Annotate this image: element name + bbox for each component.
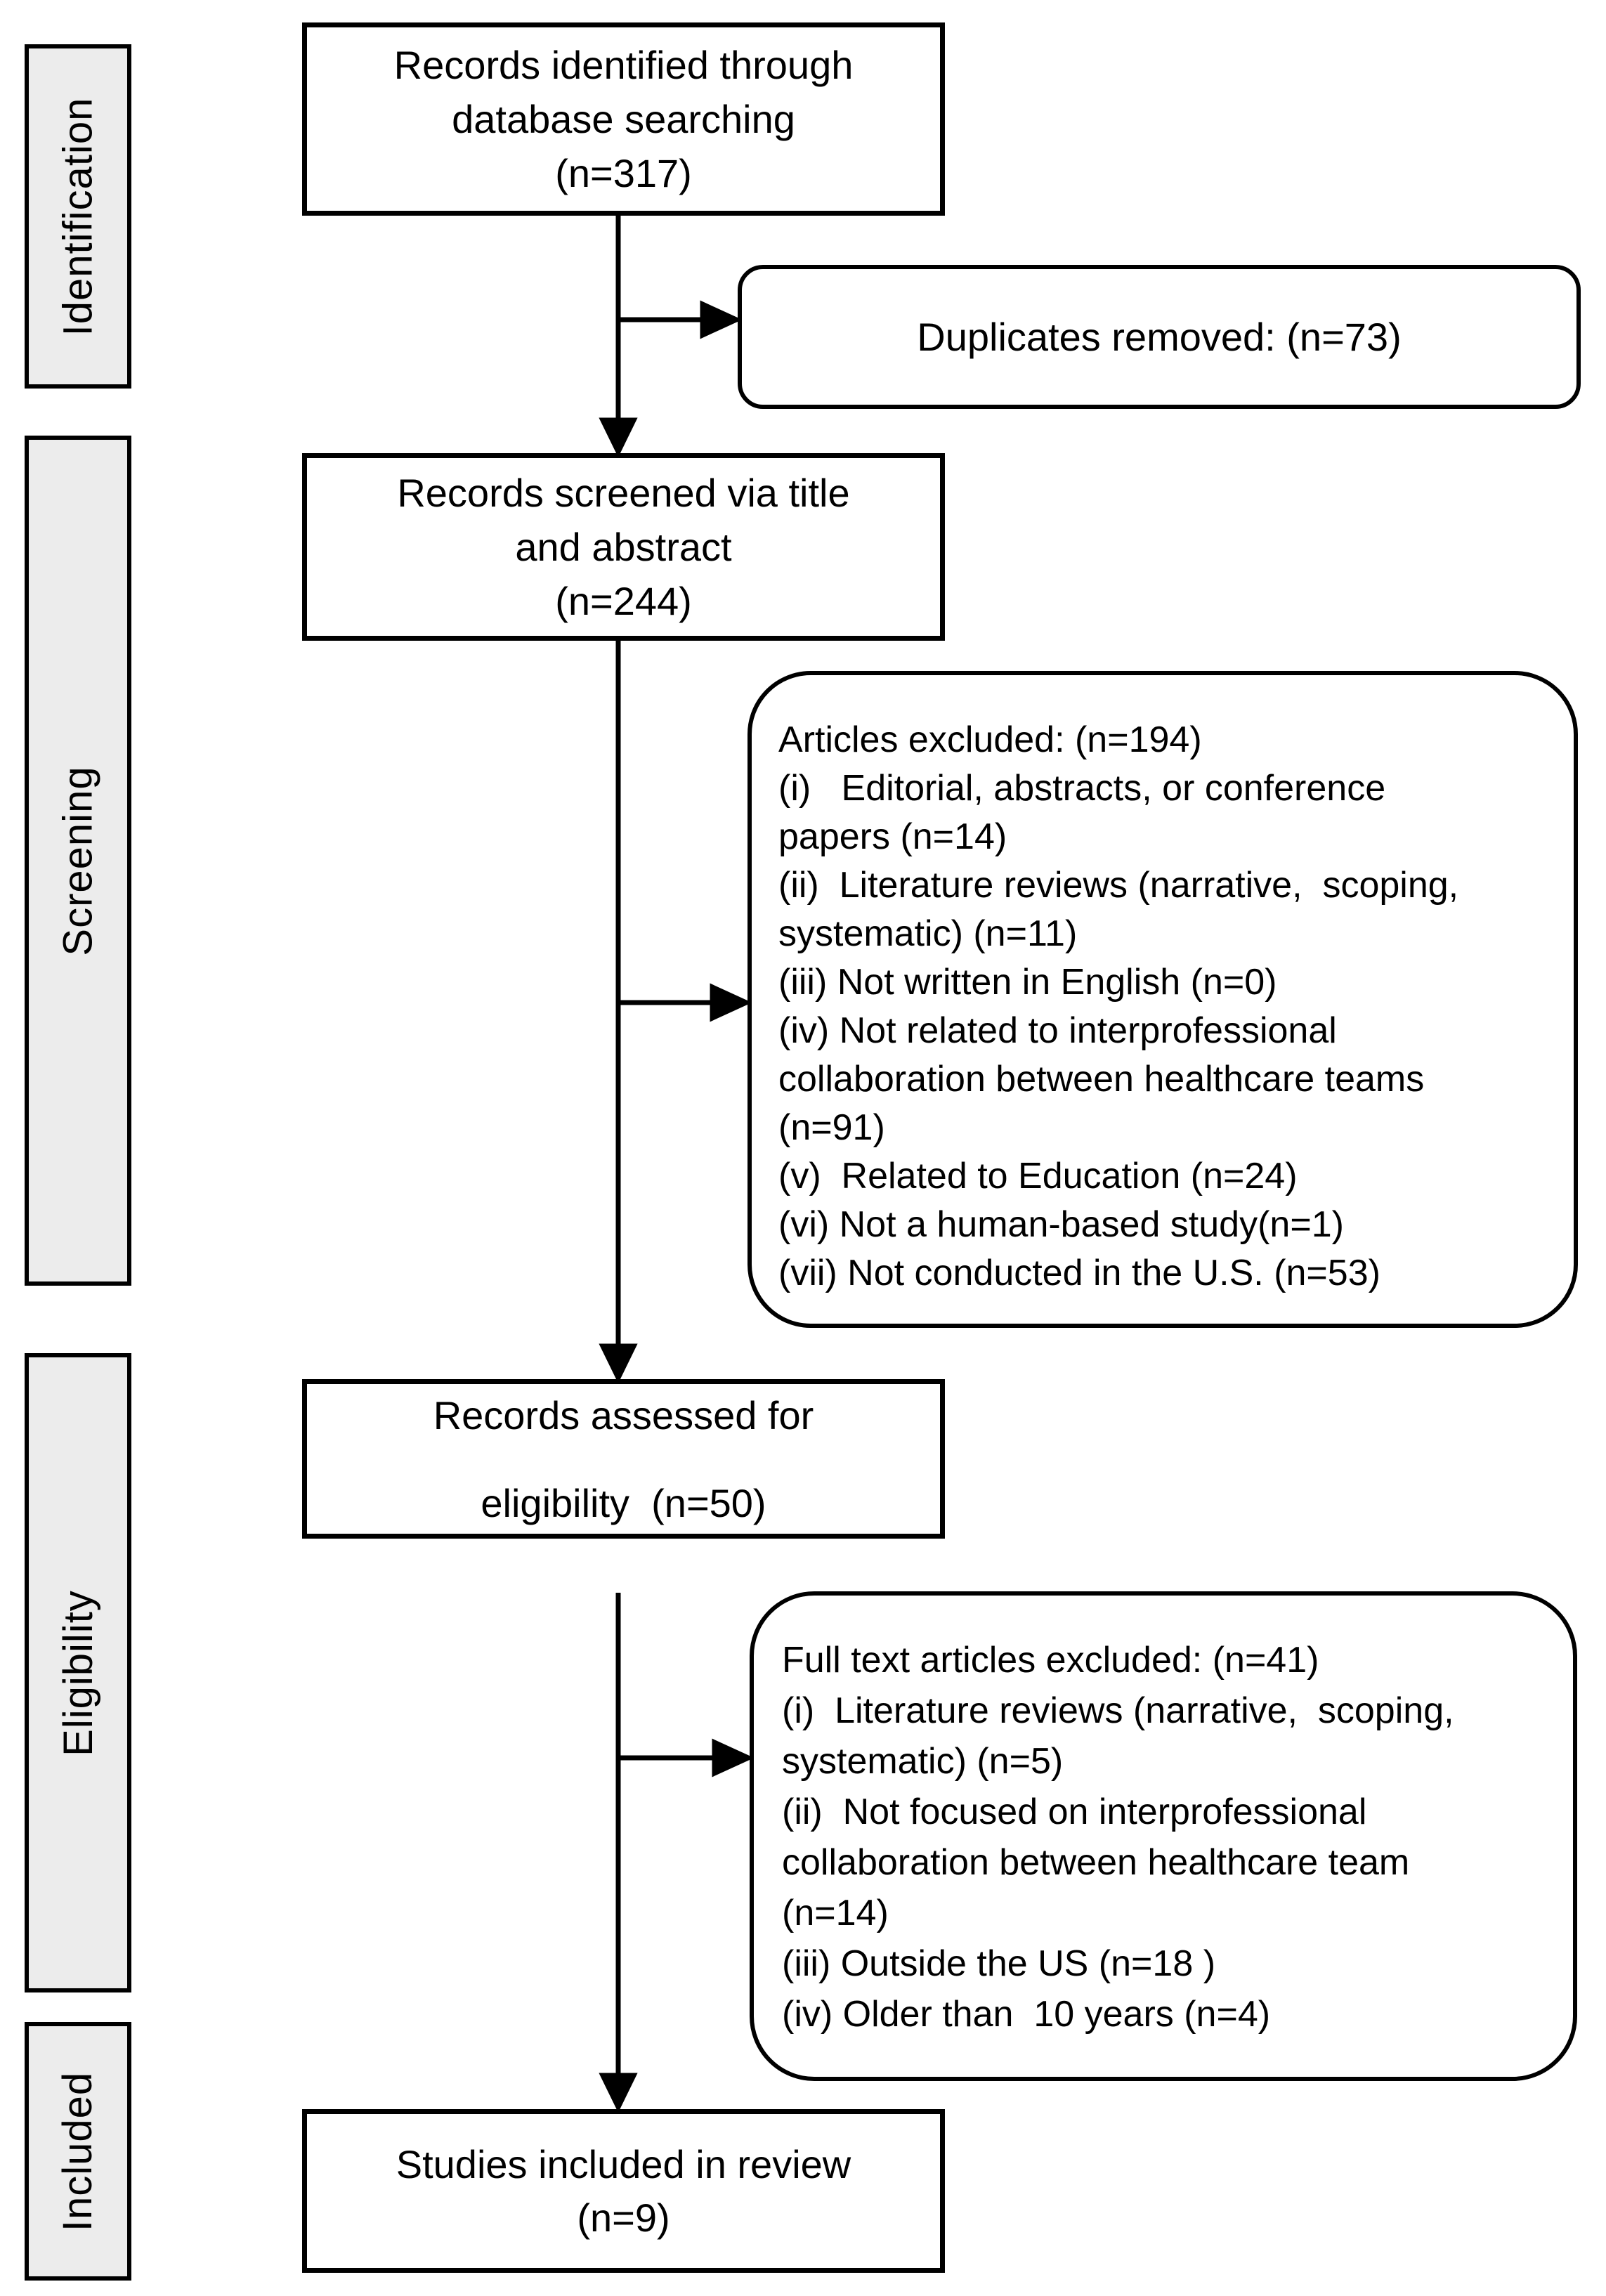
box-studies-included-text: Studies included in review (n=9): [396, 2141, 851, 2240]
arrow-down-identified-to-screened: [599, 216, 638, 457]
box-records-assessed-text: Records assessed for eligibility (n=50): [433, 1392, 814, 1525]
box-duplicates-removed-text: Duplicates removed: (n=73): [917, 315, 1402, 359]
box-studies-included: Studies included in review (n=9): [302, 2109, 945, 2273]
stage-label-identification: Identification: [55, 97, 101, 336]
arrow-right-to-duplicates: [618, 300, 743, 339]
box-articles-excluded-text: Articles excluded: (n=194) (i) Editorial…: [778, 719, 1459, 1293]
box-records-assessed: Records assessed for eligibility (n=50): [302, 1379, 945, 1539]
stage-band-identification: Identification: [25, 44, 131, 389]
stage-band-eligibility: Eligibility: [25, 1353, 131, 1992]
arrow-right-icon: [712, 1738, 755, 1778]
stage-label-included: Included: [55, 2071, 101, 2231]
box-fulltext-excluded-text: Full text articles excluded: (n=41) (i) …: [782, 1640, 1454, 2035]
arrow-down-screened-to-assessed: [599, 641, 638, 1383]
box-records-identified: Records identified through database sear…: [302, 22, 945, 216]
box-duplicates-removed: Duplicates removed: (n=73): [738, 265, 1581, 409]
stage-band-included: Included: [25, 2022, 131, 2281]
arrow-right-icon: [710, 983, 752, 1022]
stage-label-eligibility: Eligibility: [55, 1589, 101, 1756]
arrow-down-icon: [599, 1343, 638, 1383]
arrow-right-icon: [700, 300, 743, 339]
arrow-right-to-fulltext-excluded: [618, 1738, 755, 1778]
arrow-right-to-articles-excluded: [618, 983, 752, 1022]
box-records-screened: Records screened via title and abstract …: [302, 453, 945, 641]
stage-label-screening: Screening: [55, 765, 101, 956]
box-records-identified-text: Records identified through database sear…: [393, 43, 854, 195]
box-articles-excluded: Articles excluded: (n=194) (i) Editorial…: [747, 671, 1578, 1328]
box-fulltext-excluded: Full text articles excluded: (n=41) (i) …: [750, 1591, 1577, 2081]
arrow-down-icon: [599, 2073, 638, 2113]
box-records-screened-text: Records screened via title and abstract …: [397, 471, 850, 623]
arrow-down-assessed-to-included: [599, 1593, 638, 2113]
stage-band-screening: Screening: [25, 436, 131, 1286]
arrow-down-icon: [599, 417, 638, 457]
